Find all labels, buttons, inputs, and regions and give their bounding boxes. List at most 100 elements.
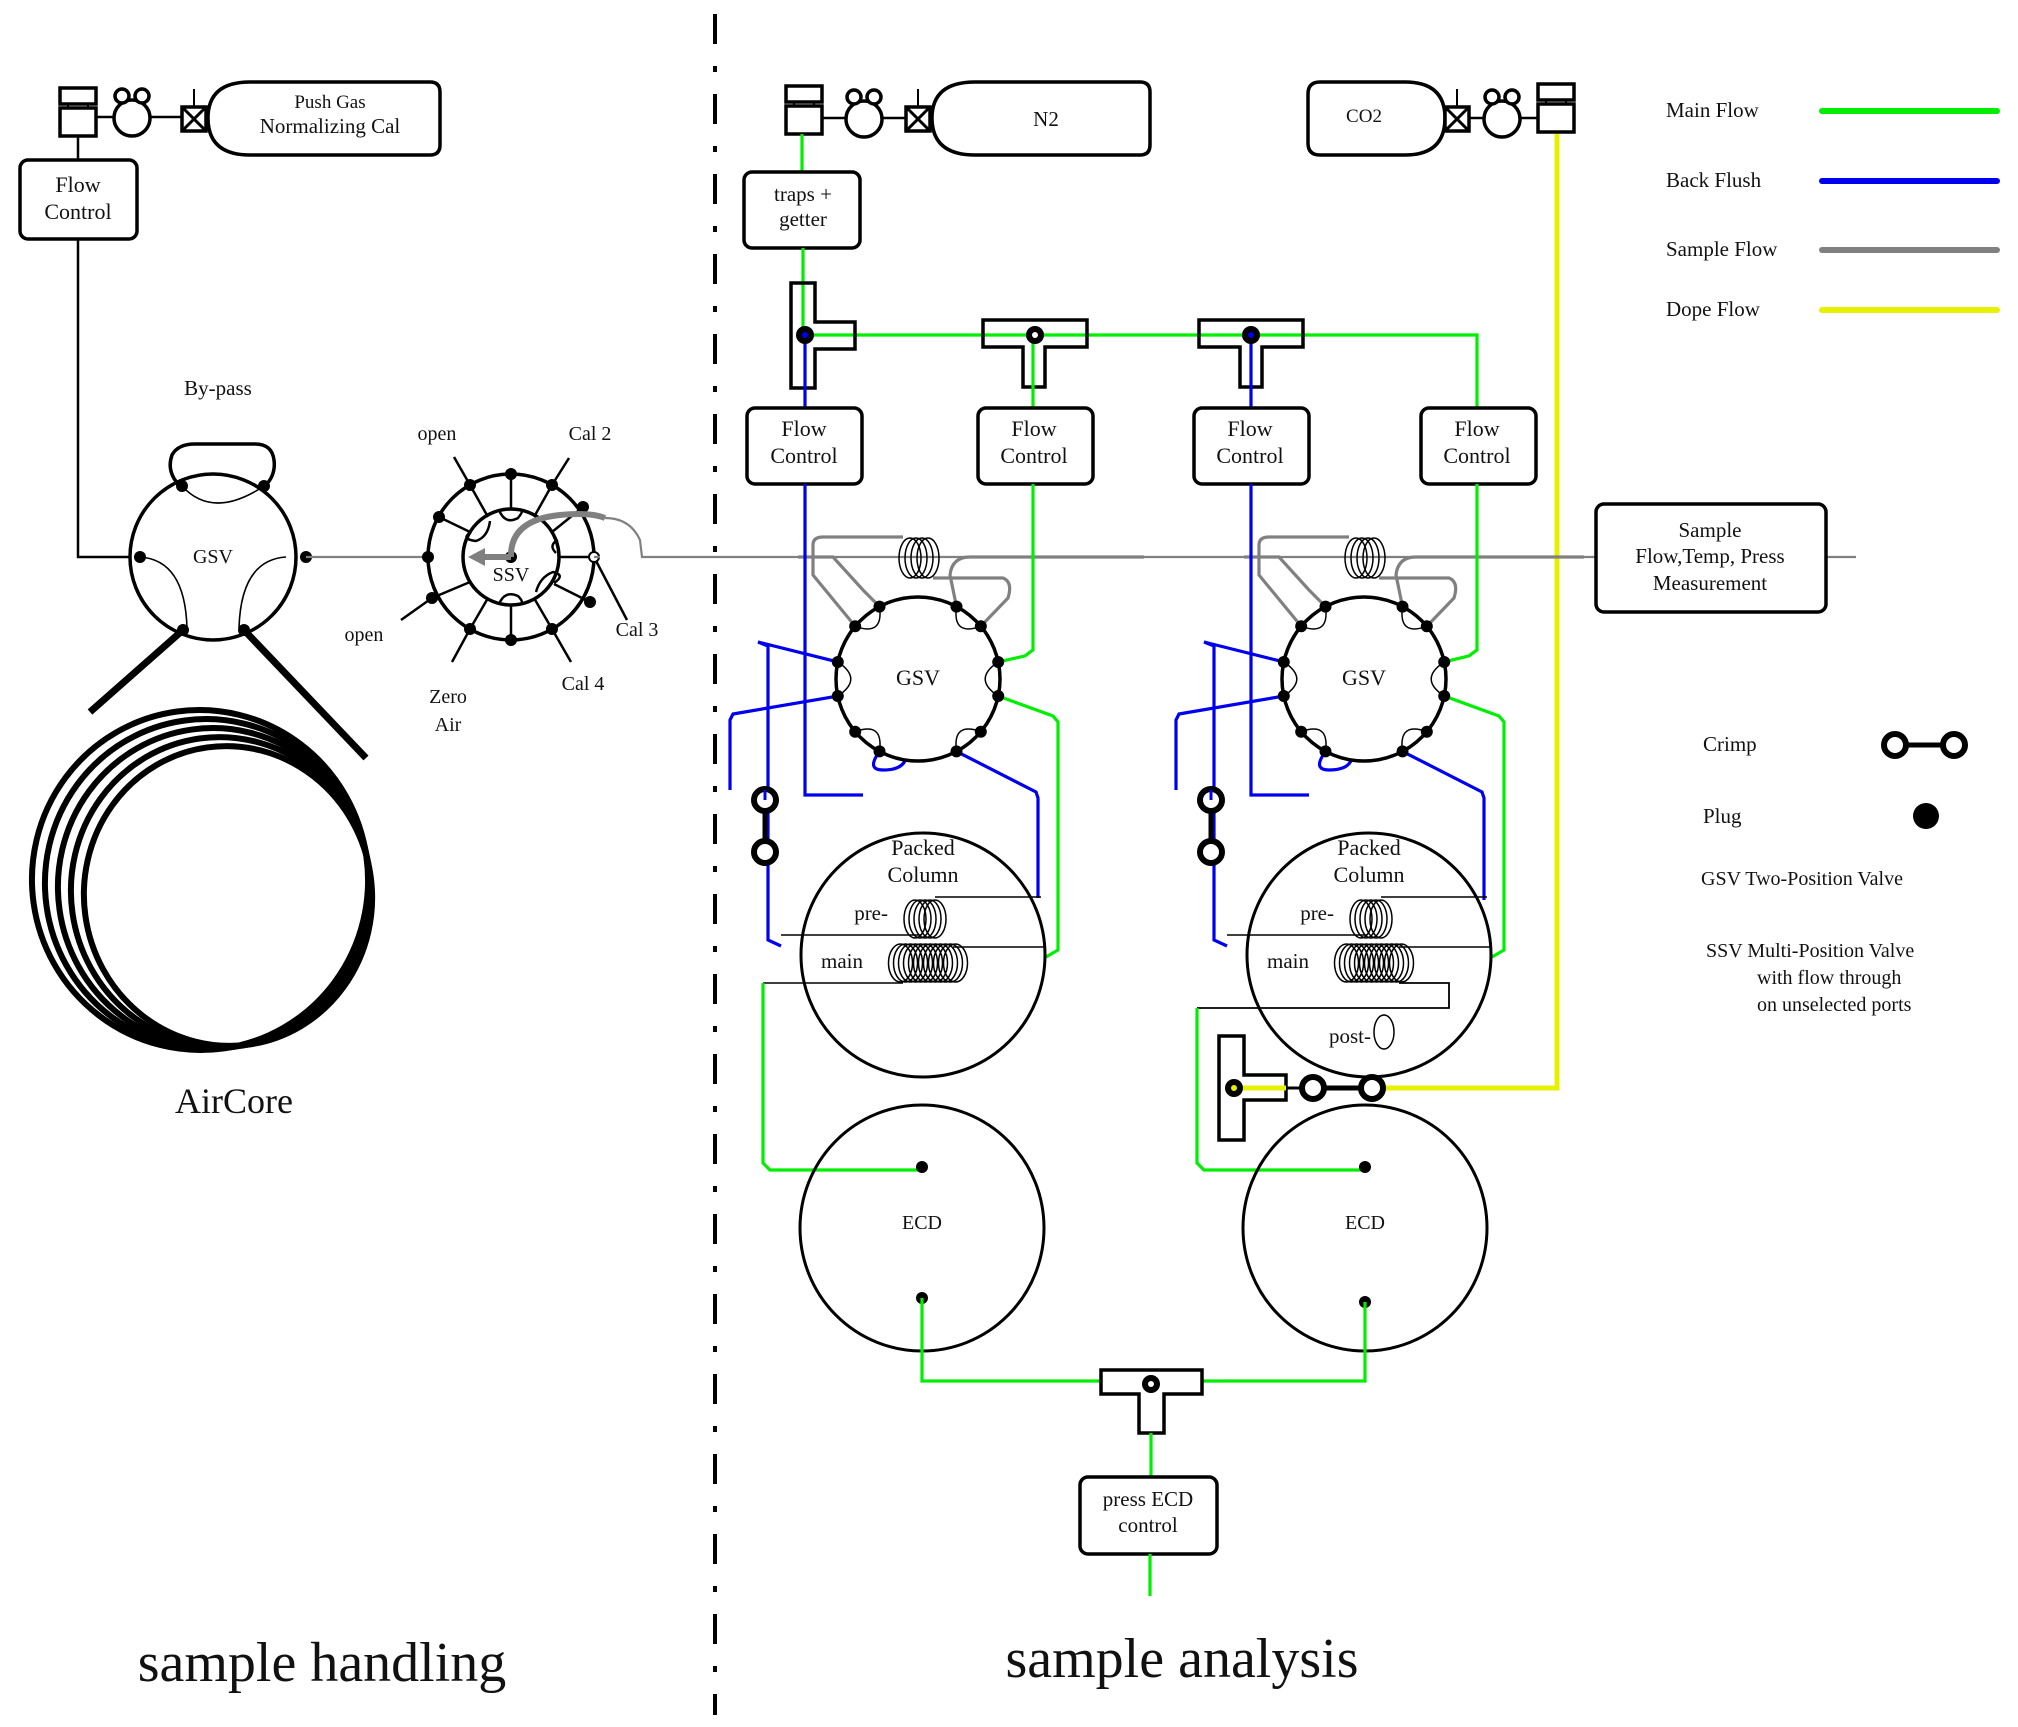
aircore-label: AirCore [175,1081,293,1121]
regulator-icon [1482,88,1522,139]
tee-fitting [1197,318,1305,389]
legend-item-dope-flow: Dope Flow [1666,297,2000,321]
shutoff-valve-icon [180,87,208,133]
left-gsv-valve[interactable]: GSV [128,472,312,642]
ssv-label: SSV [493,564,530,586]
legend-label: Dope Flow [1666,297,1761,321]
legend-label: Main Flow [1666,98,1760,122]
crimp-icon [1299,1074,1386,1102]
co2-label: CO2 [1346,106,1382,127]
flowmeter-icon [1536,82,1576,134]
ecd-label: ECD [902,1212,942,1234]
section-title-sample-analysis: sample analysis [1005,1628,1358,1690]
measurement-label: Measurement [1653,571,1767,595]
packed-column-label: Column [888,862,959,887]
flow-control-label: Flow [1454,416,1499,441]
column-coil-icon [1344,537,1386,579]
press-ecd-label: control [1118,1513,1178,1537]
bypass-loop [168,442,277,488]
push-gas-tank[interactable] [206,80,442,157]
main-column-label: main [1267,949,1309,973]
flow-control-label: Control [1443,443,1510,468]
gsv-valve[interactable]: GSV [831,595,1005,763]
press-ecd-label: press ECD [1103,1487,1193,1511]
aircore-coil [28,627,376,1053]
co2-tank[interactable] [1306,80,1447,157]
legend-note-ssv-2: with flow through [1757,967,1901,989]
legend-label: Plug [1703,804,1742,828]
ssv-port-open-bottom: open [345,624,384,646]
legend-note-ssv: SSV Multi-Position Valve [1706,940,1914,962]
legend-item-main-flow: Main Flow [1666,98,2000,122]
shutoff-valve-icon [1443,87,1471,133]
tee-fitting [1099,1368,1204,1435]
dope-flow-line [1372,134,1560,1091]
flowmeter-icon [58,86,98,138]
crimp-icon [751,786,779,866]
n2-assembly: N2 [784,80,1152,157]
column-coil-icon [898,537,940,579]
flow-control-label: Flow [781,416,826,441]
push-gas-label-2: Normalizing Cal [260,114,401,138]
traps-label: getter [779,207,827,231]
ssv-port-cal2: Cal 2 [569,423,612,445]
pre-column-label: pre- [854,901,888,925]
n2-tank[interactable] [930,80,1152,157]
traps-getter-box[interactable]: traps + getter [742,170,862,250]
flow-control-4[interactable]: Flow Control [1419,406,1538,486]
bypass-label: By-pass [184,376,252,400]
flow-control-1[interactable]: Flow Control [745,406,864,486]
push-gas-assembly: Push Gas Normalizing Cal [58,80,442,157]
measurement-label: Sample [1679,518,1742,542]
ssv-port-zero-air-2: Air [435,714,462,736]
sample-flow-line [594,516,1856,559]
push-gas-label-1: Push Gas [294,92,365,113]
legend-item-sample-flow: Sample Flow [1666,237,2000,261]
ssv-port-cal3: Cal 3 [616,619,659,641]
column-coil-icon [1333,943,1415,983]
main-column-label: main [821,949,863,973]
flow-control-2[interactable]: Flow Control [976,406,1095,486]
gsv-valve[interactable]: GSV [1277,595,1451,763]
plug-icon [1913,803,1939,829]
regulator-icon [844,88,884,139]
flow-control-label: Flow [55,172,100,197]
legend-note-gsv: GSV Two-Position Valve [1701,868,1903,890]
sample-measurement-box[interactable]: Sample Flow,Temp, Press Measurement [1594,502,1828,614]
press-ecd-control-box[interactable]: press ECD control [1078,1475,1219,1556]
legend-item-back-flush: Back Flush [1666,168,2000,192]
shutoff-valve-icon [904,87,932,133]
traps-label: traps + [774,182,832,206]
column-coil-icon [887,943,969,983]
flow-control-label: Control [1000,443,1067,468]
pre-column-label: pre- [1300,901,1334,925]
flow-control-label: Flow [1011,416,1056,441]
legend-label: Sample Flow [1666,237,1778,261]
crimp-icon [1197,786,1225,866]
tee-fitting [981,318,1089,389]
flowmeter-icon [784,84,824,136]
left-flow-control[interactable]: Flow Control [18,158,139,241]
legend-label: Crimp [1703,732,1757,756]
regulator-icon [112,87,152,138]
flow-control-label: Control [1216,443,1283,468]
ecd-detector[interactable]: ECD [1241,1103,1489,1353]
n2-label: N2 [1033,107,1059,131]
gsv-label: GSV [1342,665,1386,690]
ssv-port-zero-air-1: Zero [429,686,467,708]
ssv-valve[interactable]: SSV [400,456,629,663]
flow-control-label: Control [44,199,111,224]
flow-control-3[interactable]: Flow Control [1192,406,1311,486]
ssv-port-cal4: Cal 4 [562,673,605,695]
tee-fitting [789,281,857,390]
legend-item-plug: Plug [1703,803,1939,829]
tee-fitting [1217,1034,1288,1142]
flow-control-label: Control [770,443,837,468]
ssv-port-open-top: open [418,423,457,445]
gsv-label: GSV [896,665,940,690]
